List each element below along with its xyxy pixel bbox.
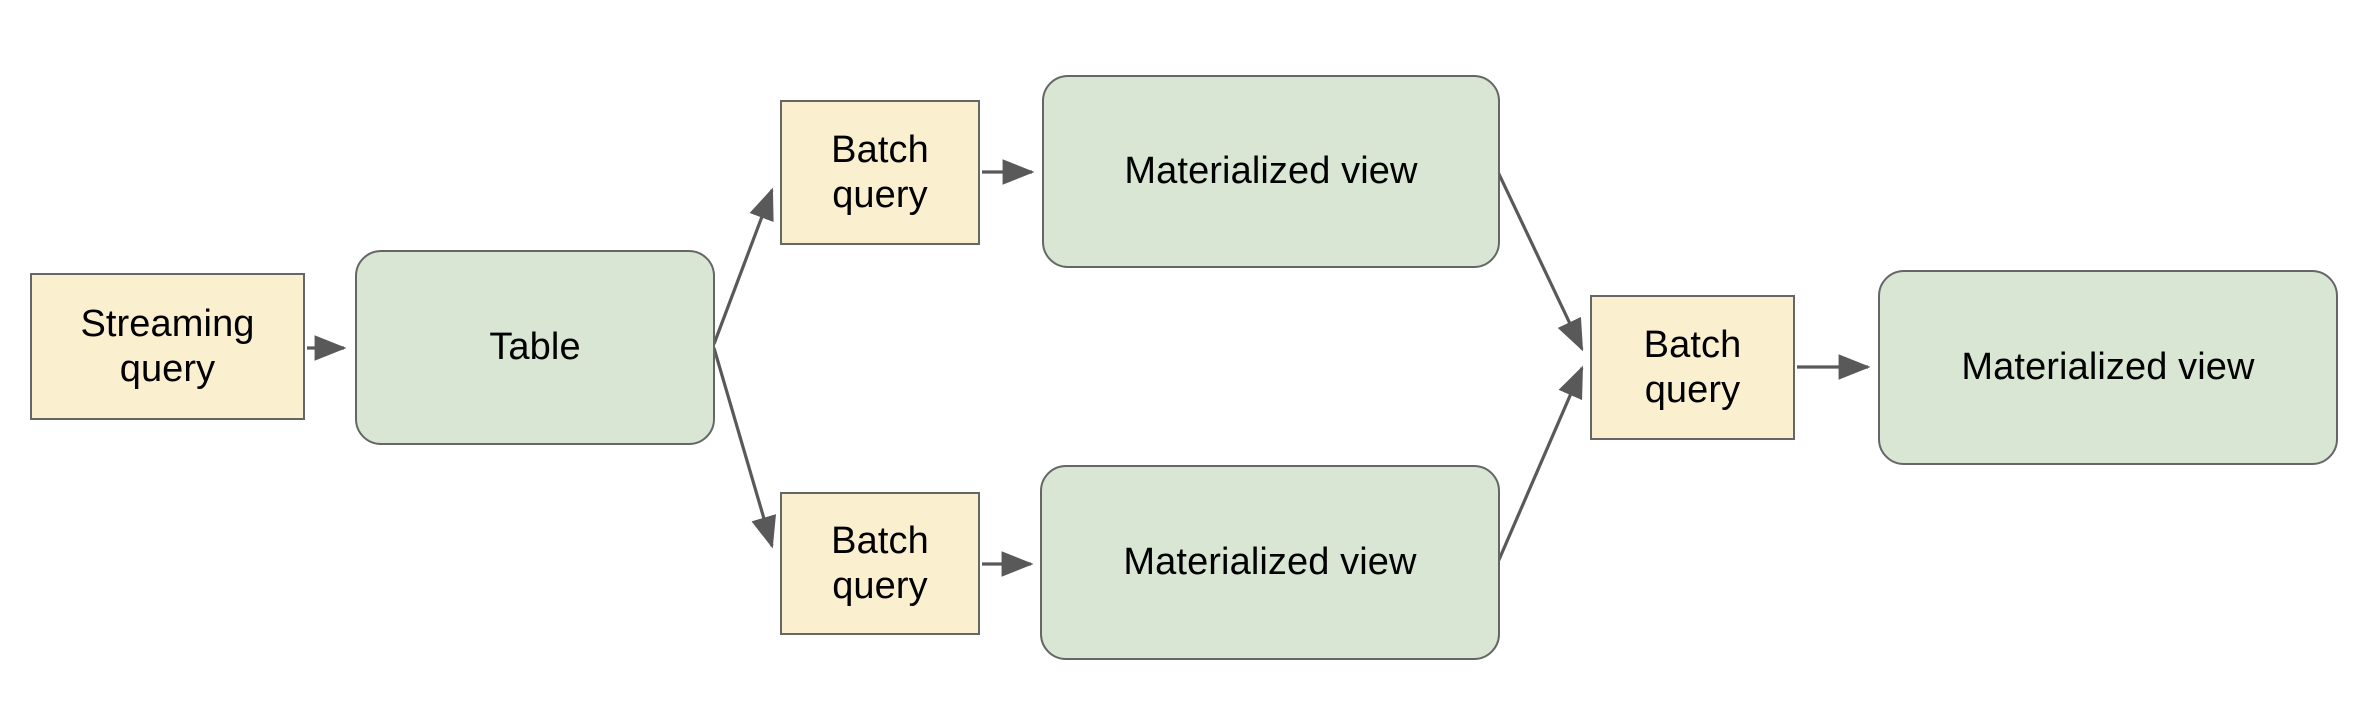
node-label-materialized-view-top: Materialized view [1124, 150, 1418, 193]
node-materialized-view-right[interactable]: Materialized view [1878, 270, 2338, 465]
edge-table-to-batch-top [712, 187, 774, 345]
node-label-table: Table [489, 326, 581, 369]
node-materialized-view-bottom[interactable]: Materialized view [1040, 465, 1500, 660]
node-materialized-view-top[interactable]: Materialized view [1042, 75, 1500, 268]
node-label-materialized-view-right: Materialized view [1961, 346, 2255, 389]
edge-mv-bottom-to-batch-right [1496, 365, 1584, 563]
node-streaming-query[interactable]: Streaming query [30, 273, 305, 420]
edge-mv-top-to-batch-right [1496, 171, 1584, 352]
node-label-streaming-query: Streaming query [80, 302, 255, 390]
node-label-batch-query-bottom: Batch query [831, 519, 929, 607]
node-label-batch-query-right: Batch query [1643, 323, 1742, 411]
node-batch-query-right[interactable]: Batch query [1590, 295, 1795, 440]
edge-table-to-batch-bottom [712, 347, 777, 549]
node-batch-query-top[interactable]: Batch query [780, 100, 980, 245]
node-label-materialized-view-bottom: Materialized view [1123, 541, 1417, 584]
node-label-batch-query-top: Batch query [831, 128, 929, 216]
node-batch-query-bottom[interactable]: Batch query [780, 492, 980, 635]
node-table[interactable]: Table [355, 250, 715, 445]
